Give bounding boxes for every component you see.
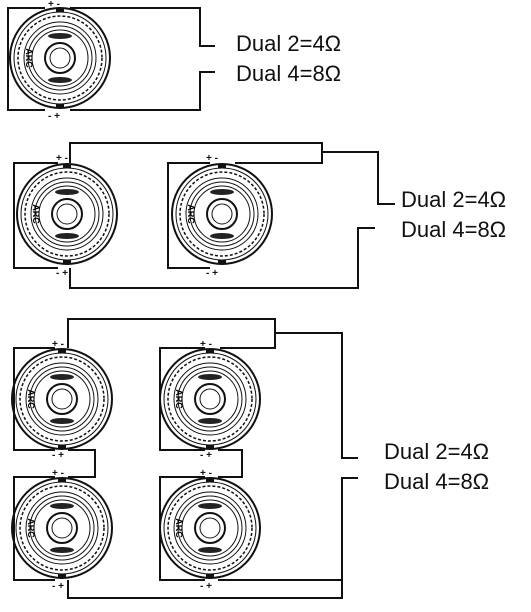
wire-d2-out-bottom	[69, 227, 375, 289]
label-dual-2: Dual 2=4Ω	[401, 187, 507, 212]
terminals-3b-top: + -	[200, 339, 212, 350]
terminals-2a-top: + -	[56, 153, 68, 164]
terminals-3a-top: + -	[52, 339, 64, 350]
speaker-3b: ARC	[159, 348, 261, 450]
terminals-2a-bottom: - +	[56, 268, 68, 279]
wire-d3-right-top	[159, 347, 205, 451]
speaker-logo-text: ARC	[31, 204, 41, 224]
speaker-1: ARC	[9, 7, 111, 109]
wire-d2-left	[13, 162, 58, 269]
speaker-logo-text: ARC	[174, 389, 184, 409]
terminals-bottom: - +	[48, 111, 60, 122]
speaker-3d: ARC	[159, 477, 261, 579]
terminals-3b-bottom: - +	[200, 450, 212, 461]
terminals-3d-top: + -	[200, 468, 212, 479]
label-dual-4: Dual 4=8Ω	[401, 217, 507, 242]
wire-d3-left-bottom	[13, 476, 55, 581]
wire-d1-top	[70, 7, 215, 47]
wire-d2-out-top	[235, 151, 395, 205]
wire-d3-top-bridge	[67, 318, 276, 349]
terminals-3c-top: + -	[52, 468, 64, 479]
wire-d1-left	[7, 7, 45, 111]
wire-d3-left-top	[13, 347, 55, 451]
speaker-logo-text: ARC	[26, 389, 36, 409]
terminals-top: + -	[48, 0, 60, 10]
terminals-3a-bottom: - +	[52, 450, 64, 461]
speaker-2a: ARC	[16, 163, 118, 265]
layer: ARC ARC ARC ARC ARC ARC ARC	[7, 7, 395, 599]
label-dual-4: Dual 4=8Ω	[236, 61, 342, 86]
speaker-logo-text: ARC	[26, 518, 36, 538]
terminals-2b-bottom: - +	[206, 268, 218, 279]
speaker-2b: ARC	[171, 163, 273, 265]
speaker-logo-text: ARC	[186, 204, 196, 224]
wire-d1-bottom	[70, 71, 215, 111]
label-dual-4: Dual 4=8Ω	[384, 469, 490, 494]
terminals-3c-bottom: - +	[52, 581, 64, 592]
wire-d2-middle	[167, 162, 210, 269]
speaker-3c: ARC	[11, 477, 113, 579]
wire-d3-series-right	[218, 449, 243, 478]
wire-d3-series-left	[68, 449, 96, 478]
wire-d3-out-top	[274, 332, 358, 459]
wire-d3-out-bottom	[67, 477, 358, 599]
terminals-2b-top: + -	[206, 153, 218, 164]
wire-d2-top-bridge	[69, 142, 323, 164]
speaker-3a: ARC	[11, 348, 113, 450]
speaker-logo-text: ARC	[174, 518, 184, 538]
wire-d3-right-bottom	[159, 476, 205, 581]
label-dual-2: Dual 2=4Ω	[384, 439, 490, 464]
speaker-logo-text: ARC	[24, 48, 34, 68]
label-dual-2: Dual 2=4Ω	[236, 31, 342, 56]
terminals-3d-bottom: - +	[200, 581, 212, 592]
